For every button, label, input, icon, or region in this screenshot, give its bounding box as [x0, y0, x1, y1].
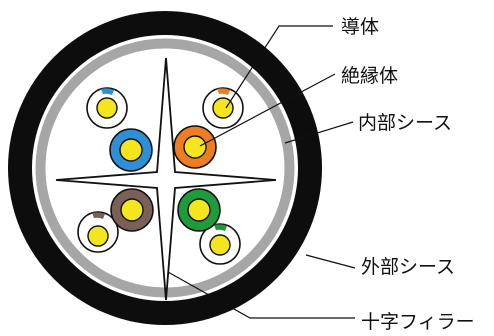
conductor — [209, 234, 231, 256]
white-wire-bottom-right — [199, 223, 241, 265]
white-wire-top-right — [202, 87, 244, 129]
white-wire-bottom-left — [77, 211, 119, 253]
leader-outer-sheath — [305, 254, 356, 269]
blue-wire — [109, 128, 153, 172]
conductor — [187, 198, 211, 222]
leader-conductor — [225, 25, 333, 109]
leader-cross-filler — [167, 271, 355, 319]
leader-insulation — [199, 73, 336, 147]
label-conductor: 導体 — [341, 16, 379, 38]
green-wire — [177, 188, 221, 232]
white-wire-top-left — [86, 87, 128, 129]
leader-inner-sheath — [284, 121, 354, 144]
label-inner-sheath: 内部シース — [358, 112, 452, 134]
brown-wire — [110, 188, 154, 232]
conductor — [96, 97, 118, 119]
conductor — [183, 135, 207, 159]
conductor — [87, 225, 109, 247]
label-cross-filler: 十字フィラー — [361, 311, 475, 333]
label-outer-sheath: 外部シース — [361, 256, 455, 278]
orange-wire — [173, 125, 217, 169]
conductor — [119, 138, 143, 162]
label-insulation: 絶縁体 — [341, 65, 398, 87]
leader-lines — [167, 25, 356, 319]
cross-filler — [55, 57, 277, 301]
conductor — [212, 97, 234, 119]
conductor — [120, 198, 144, 222]
